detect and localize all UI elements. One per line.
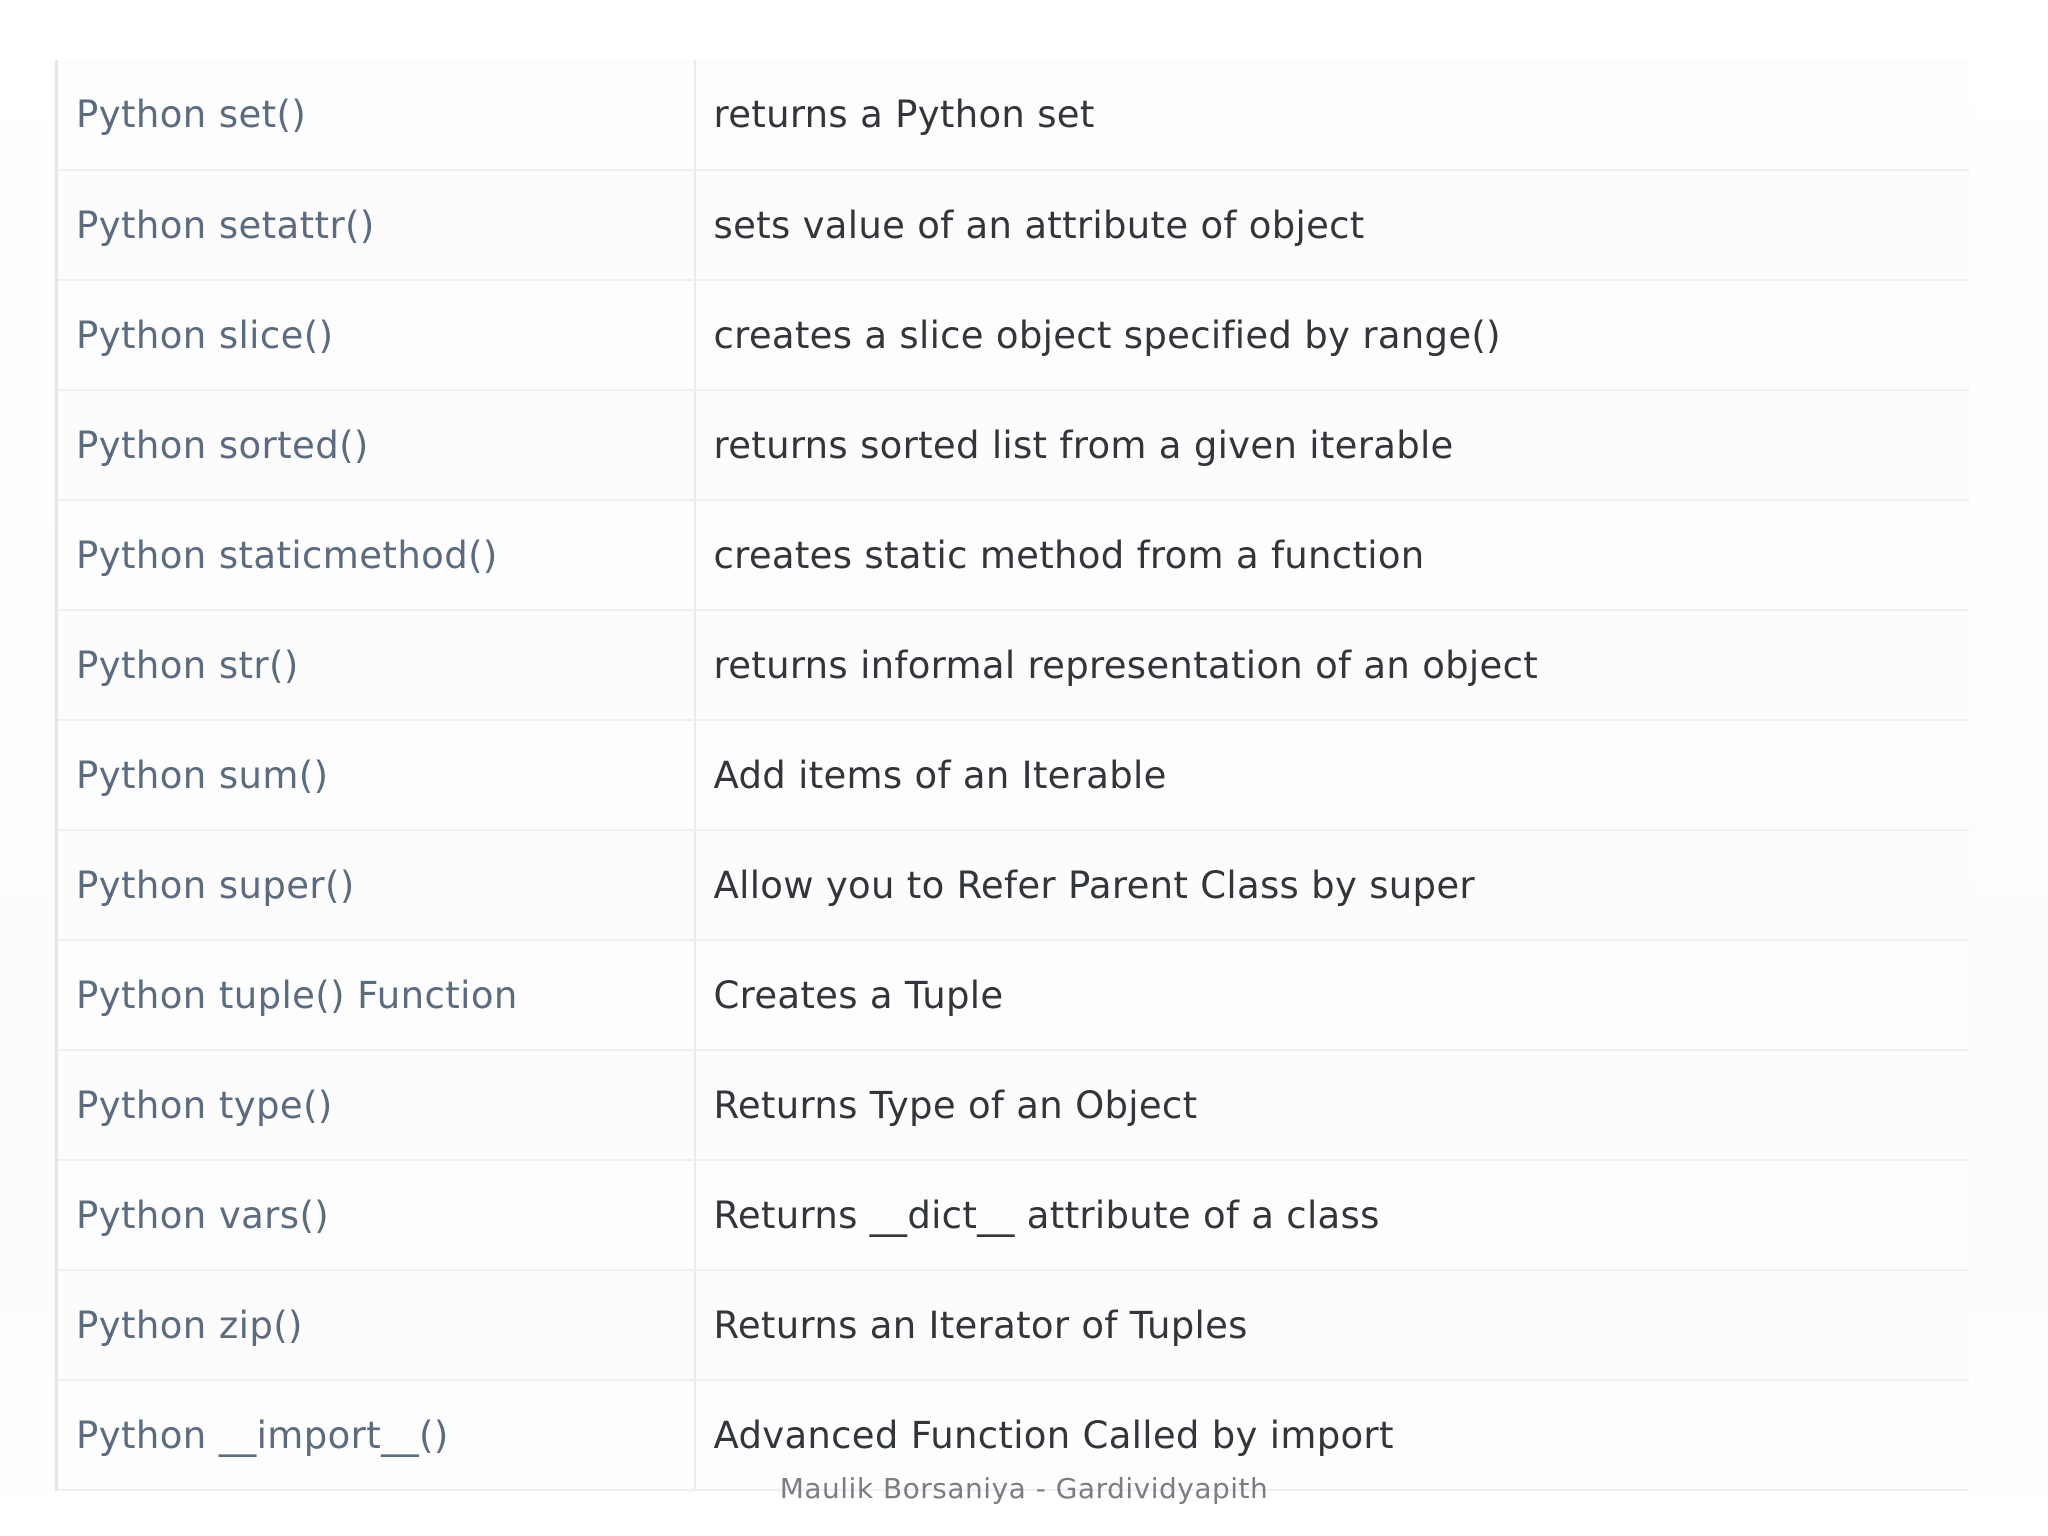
table-row: Python set()returns a Python set xyxy=(56,60,1969,171)
function-description: Returns __dict__ attribute of a class xyxy=(694,1160,1969,1271)
function-name-link[interactable]: Python __import__() xyxy=(56,1380,696,1491)
function-description: returns sorted list from a given iterabl… xyxy=(694,390,1969,501)
function-name-link[interactable]: Python sorted() xyxy=(56,390,696,501)
table-row: Python sum()Add items of an Iterable xyxy=(56,720,1969,831)
function-description: sets value of an attribute of object xyxy=(694,170,1969,281)
table-row: Python __import__()Advanced Function Cal… xyxy=(56,1380,1969,1491)
table-row: Python slice()creates a slice object spe… xyxy=(56,280,1969,391)
table-row: Python zip()Returns an Iterator of Tuple… xyxy=(56,1270,1969,1381)
table-row: Python super()Allow you to Refer Parent … xyxy=(56,830,1969,941)
bottom-spacer xyxy=(0,1500,2048,1536)
function-description: Returns an Iterator of Tuples xyxy=(694,1270,1969,1381)
function-name-link[interactable]: Python sum() xyxy=(56,720,696,831)
table-row: Python setattr()sets value of an attribu… xyxy=(56,170,1969,281)
table-row: Python type()Returns Type of an Object xyxy=(56,1050,1969,1161)
function-name-link[interactable]: Python zip() xyxy=(56,1270,696,1381)
function-name-link[interactable]: Python slice() xyxy=(56,280,696,391)
function-description: Advanced Function Called by import xyxy=(694,1380,1969,1491)
function-name-link[interactable]: Python type() xyxy=(56,1050,696,1161)
function-description: creates a slice object specified by rang… xyxy=(694,280,1969,391)
function-description: Creates a Tuple xyxy=(694,940,1969,1051)
function-name-link[interactable]: Python setattr() xyxy=(56,170,696,281)
function-name-link[interactable]: Python staticmethod() xyxy=(56,500,696,611)
function-description: Allow you to Refer Parent Class by super xyxy=(694,830,1969,941)
function-name-link[interactable]: Python str() xyxy=(56,610,696,721)
function-description: Add items of an Iterable xyxy=(694,720,1969,831)
table-row: Python sorted()returns sorted list from … xyxy=(56,390,1969,501)
function-description: returns a Python set xyxy=(694,60,1969,171)
function-name-link[interactable]: Python set() xyxy=(56,60,696,171)
function-name-link[interactable]: Python vars() xyxy=(56,1160,696,1271)
table-row: Python vars()Returns __dict__ attribute … xyxy=(56,1160,1969,1271)
function-name-link[interactable]: Python super() xyxy=(56,830,696,941)
table-row: Python staticmethod()creates static meth… xyxy=(56,500,1969,611)
table-row: Python str()returns informal representat… xyxy=(56,610,1969,721)
function-name-link[interactable]: Python tuple() Function xyxy=(56,940,696,1051)
function-description: returns informal representation of an ob… xyxy=(694,610,1969,721)
function-description: Returns Type of an Object xyxy=(694,1050,1969,1161)
function-description: creates static method from a function xyxy=(694,500,1969,611)
